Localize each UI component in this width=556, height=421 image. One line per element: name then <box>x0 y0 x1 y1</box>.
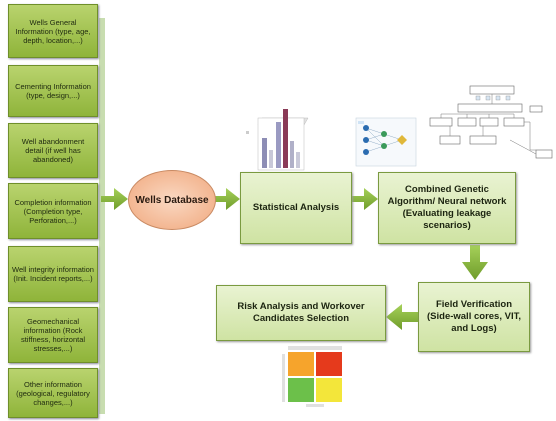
risk-quadrant-orange <box>288 352 314 376</box>
risk-quadrant-green <box>288 378 314 402</box>
source-abandonment-detail: Well abandonment detail (if well has aba… <box>8 123 98 178</box>
risk-matrix-axis <box>282 354 285 402</box>
source-general-info: Wells General Information (type, age, de… <box>8 4 98 58</box>
field-verification-box: Field Verification (Side-wall cores, VIT… <box>418 282 530 352</box>
arrow-field-to-risk <box>386 304 418 330</box>
risk-matrix-icon <box>280 346 348 408</box>
risk-analysis-box: Risk Analysis and Workover Candidates Se… <box>216 285 386 341</box>
source-connector-bar <box>99 18 105 414</box>
source-cementing-info: Cementing Information (type, design,...) <box>8 65 98 117</box>
risk-matrix-footer <box>306 404 324 407</box>
source-completion-info: Completion information (Completion type,… <box>8 183 98 239</box>
risk-quadrant-red <box>316 352 342 376</box>
wells-database: Wells Database <box>128 170 216 230</box>
source-other-info: Other information (geological, regulator… <box>8 368 98 418</box>
source-well-integrity-info: Well integrity information (Init. Incide… <box>8 246 98 302</box>
arrow-database-to-statistical <box>214 188 240 210</box>
arrow-sources-to-database <box>101 188 128 210</box>
genetic-neural-box: Combined Genetic Algorithm/ Neural netwo… <box>378 172 516 244</box>
source-geomechanical-info: Geomechanical information (Rock stiffnes… <box>8 307 98 363</box>
arrow-statistical-to-genetic <box>352 188 378 210</box>
risk-matrix-header <box>288 346 342 350</box>
risk-quadrant-yellow <box>316 378 342 402</box>
arrow-genetic-to-field <box>462 245 488 280</box>
statistical-analysis-box: Statistical Analysis <box>240 172 352 244</box>
